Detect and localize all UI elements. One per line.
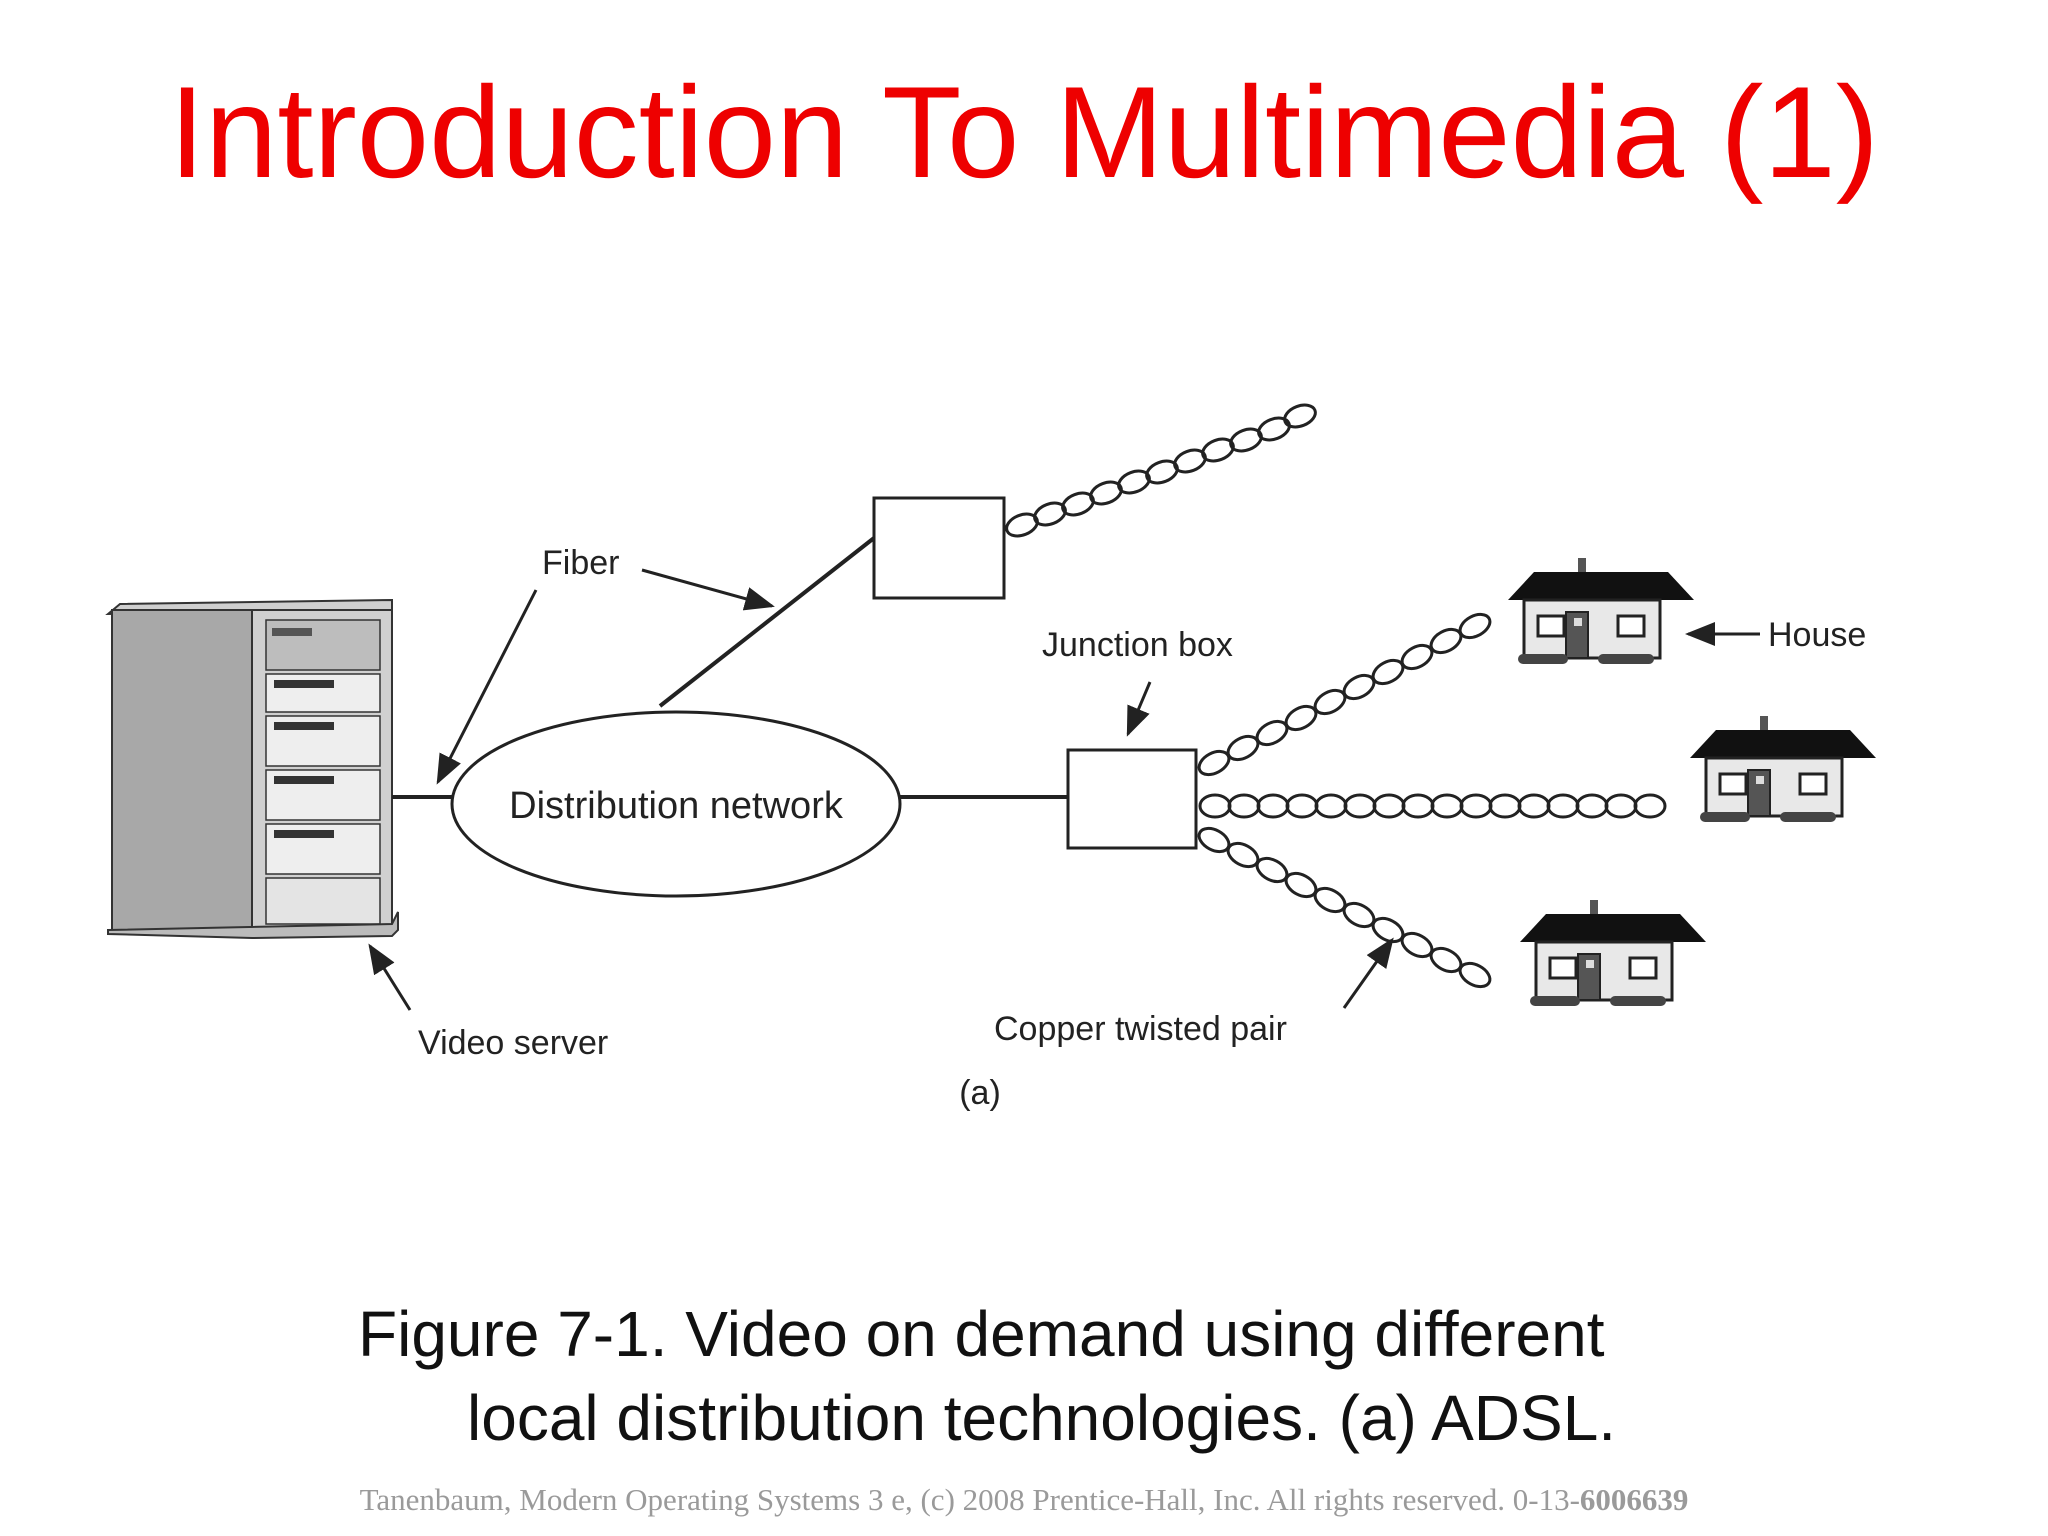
twisted-pair-middle: [1198, 793, 1667, 819]
caption-line-2: local distribution technologies. (a) ADS…: [467, 1382, 1617, 1454]
fiber-line: [658, 536, 876, 708]
fiber-arrow-to-fiber-line: [641, 568, 775, 611]
footer-text: Tanenbaum, Modern Operating Systems 3 e,…: [359, 1482, 1580, 1517]
house-icon-middle: [1688, 714, 1878, 824]
house-icon-top: [1506, 556, 1696, 666]
junction-box-label: Junction box: [1042, 626, 1233, 664]
upper-twisted-pair: [1005, 403, 1317, 538]
copyright-footer: Tanenbaum, Modern Operating Systems 3 e,…: [0, 1480, 2048, 1520]
fiber-label: Fiber: [542, 544, 619, 582]
house-label: House: [1768, 616, 1866, 654]
twisted-pair-top: [1197, 612, 1492, 777]
junction-box-arrow: [1126, 681, 1152, 737]
pointer-arrows: [368, 568, 1760, 1011]
distribution-network-ellipse: [450, 710, 902, 898]
upper-junction-box: [872, 496, 1006, 600]
video-server-arrow: [368, 943, 412, 1011]
video-server-icon: [105, 598, 399, 940]
twisted-pair-bottom: [1197, 826, 1492, 989]
panel-label: (a): [959, 1074, 1001, 1112]
footer-code: 6006639: [1579, 1482, 1689, 1517]
house-icon-bottom: [1518, 898, 1708, 1008]
caption-line-1: Figure 7-1. Video on demand using differ…: [358, 1298, 1605, 1370]
copper-twisted-pair-arrow: [1342, 937, 1394, 1009]
distribution-network-label: Distribution network: [509, 785, 844, 827]
video-server-label: Video server: [418, 1024, 608, 1062]
fiber-arrow-to-server-link: [436, 589, 538, 785]
slide-title: Introduction To Multimedia (1): [168, 59, 1880, 205]
copper-twisted-pair-label: Copper twisted pair: [994, 1010, 1287, 1048]
junction-box: [1066, 748, 1198, 850]
